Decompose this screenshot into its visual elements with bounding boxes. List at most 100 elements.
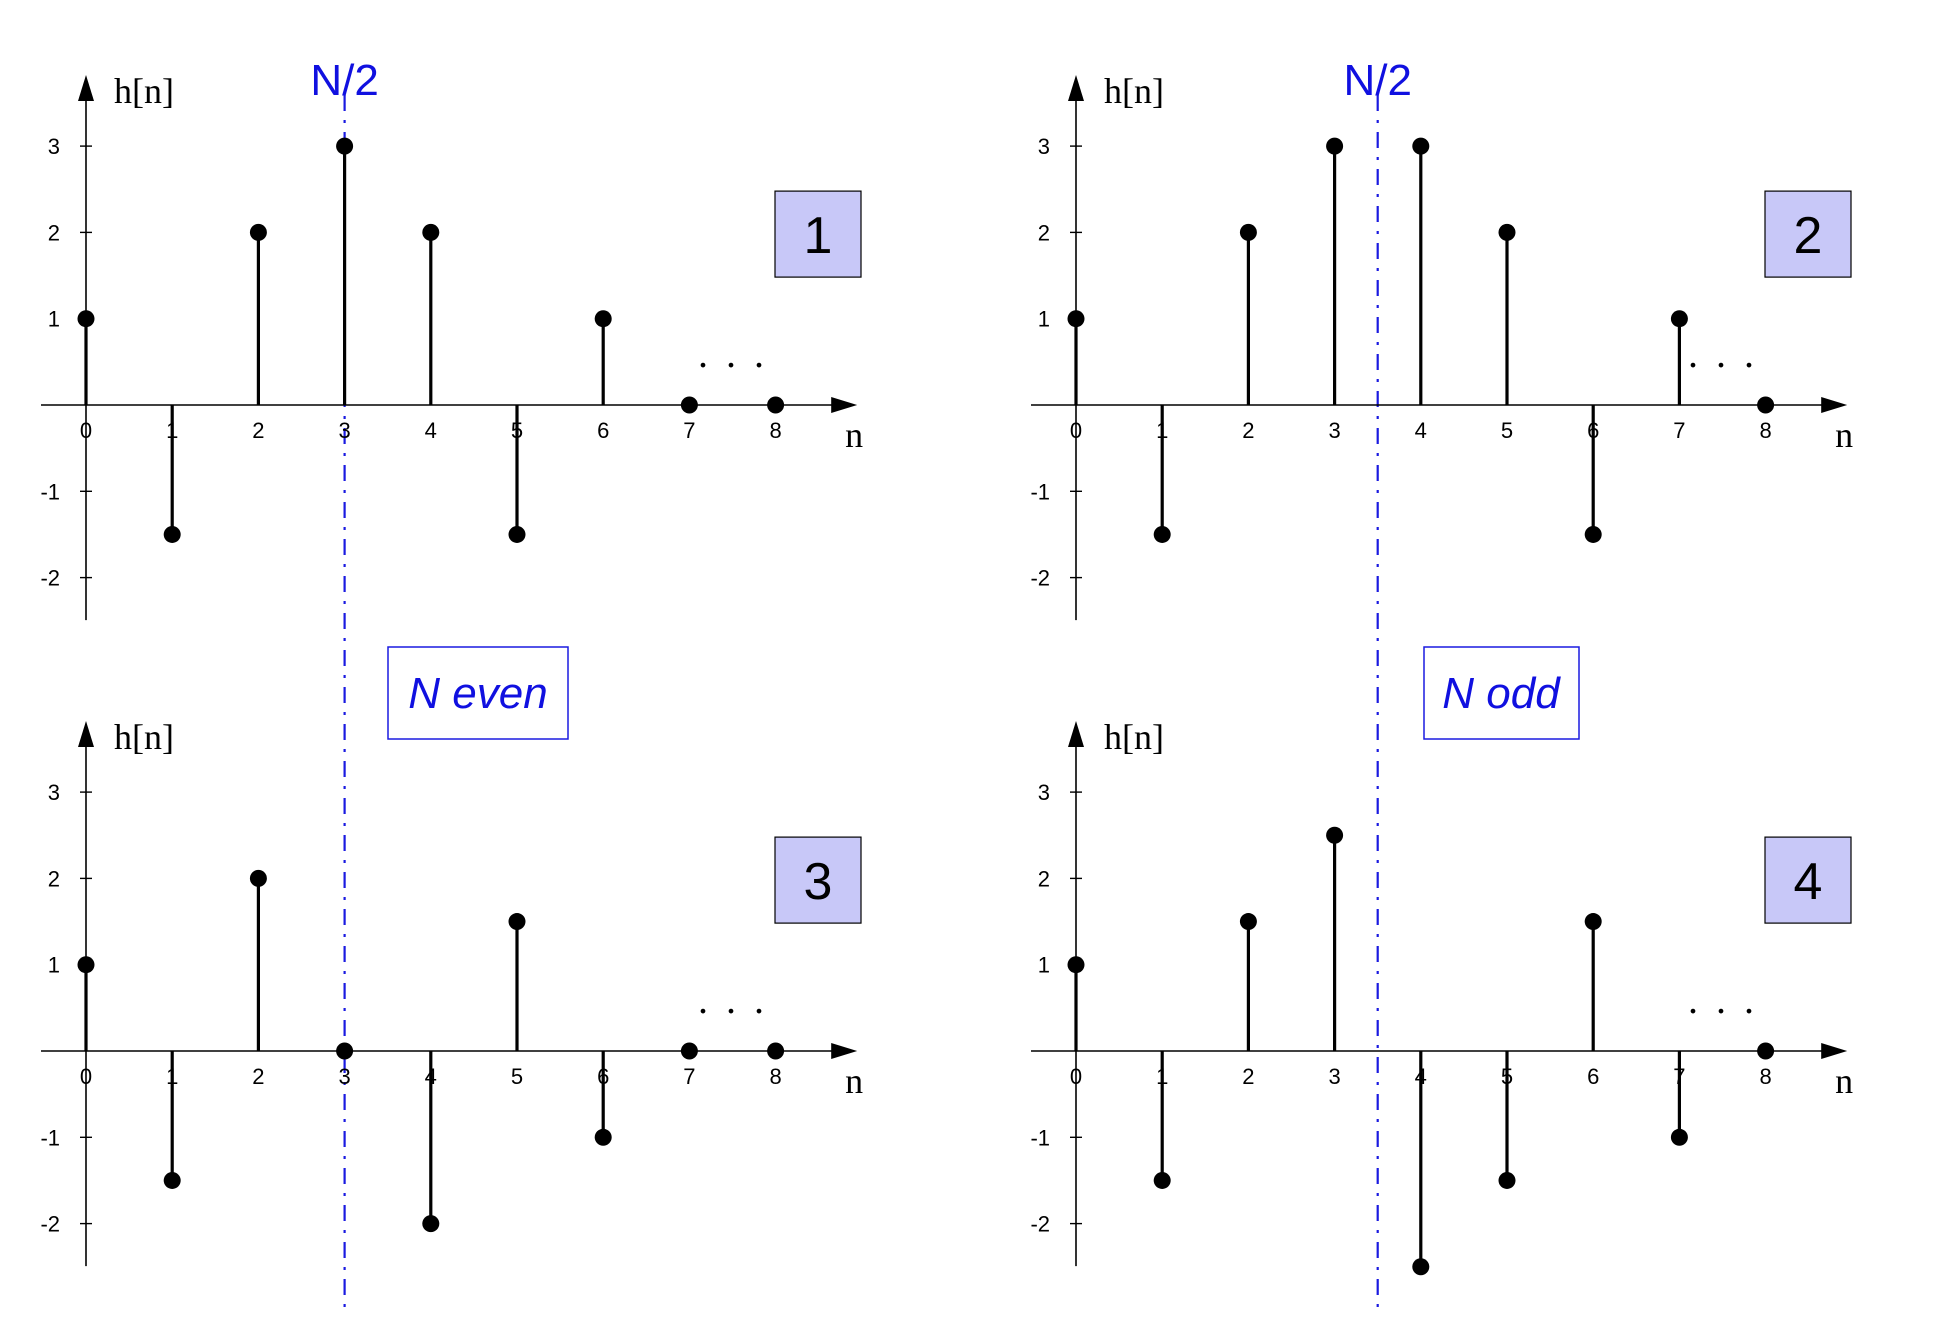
y-tick-label: 2	[1038, 866, 1050, 891]
x-tick-label: 0	[80, 418, 92, 443]
stem-marker	[1584, 525, 1602, 543]
panel-number: 4	[1794, 853, 1823, 911]
stem-marker	[336, 1042, 354, 1060]
x-axis-label: n	[845, 415, 863, 455]
y-tick-label: -1	[1030, 1125, 1050, 1150]
stem-marker	[508, 913, 526, 931]
y-axis-label: h[n]	[114, 71, 174, 111]
x-tick-label: 7	[1673, 418, 1685, 443]
y-tick-label: -2	[1030, 1212, 1050, 1237]
x-axis-label: n	[845, 1061, 863, 1101]
n-half-marker-label: N/2	[1343, 56, 1411, 105]
x-tick-label: 3	[1328, 1064, 1340, 1089]
x-tick-label: 3	[1328, 418, 1340, 443]
stem-marker	[594, 310, 612, 328]
x-tick-label: 3	[338, 1064, 350, 1089]
stem-marker	[422, 1215, 440, 1233]
x-axis-label: n	[1835, 1061, 1853, 1101]
continuation-dots: . . .	[1688, 977, 1758, 1022]
x-axis-arrow	[831, 397, 858, 413]
case-label-odd: N odd	[1423, 646, 1580, 740]
stem-marker	[1757, 396, 1775, 414]
y-tick-label: 3	[48, 134, 60, 159]
y-tick-label: 3	[48, 780, 60, 805]
stem-marker	[767, 396, 785, 414]
x-tick-label: 0	[1070, 1064, 1082, 1089]
panel-number: 2	[1794, 207, 1823, 265]
stem-marker	[508, 525, 526, 543]
case-label-even-text: N even	[408, 669, 547, 718]
stem-marker	[1153, 525, 1171, 543]
x-tick-label: 2	[252, 1064, 264, 1089]
stem-marker	[1326, 826, 1344, 844]
y-tick-label: -1	[40, 1125, 60, 1150]
stem-marker	[1670, 1128, 1688, 1146]
y-axis-arrow	[78, 74, 94, 101]
x-tick-label: 0	[1070, 418, 1082, 443]
panel-number: 3	[804, 853, 833, 911]
stem-marker	[680, 1042, 698, 1060]
stem-marker	[1584, 913, 1602, 931]
stem-marker	[1412, 1258, 1430, 1276]
stem-marker	[1498, 223, 1516, 241]
x-tick-label: 8	[769, 1064, 781, 1089]
y-axis-label: h[n]	[1104, 717, 1164, 757]
stem-marker	[1757, 1042, 1775, 1060]
y-tick-label: 1	[1038, 307, 1050, 332]
x-tick-label: 3	[338, 418, 350, 443]
stem-marker	[1412, 137, 1430, 155]
stem-marker	[163, 1171, 181, 1189]
stem-marker	[336, 137, 354, 155]
x-tick-label: 6	[1587, 1064, 1599, 1089]
y-tick-label: 1	[48, 307, 60, 332]
y-axis-arrow	[1068, 74, 1084, 101]
stem-marker	[1067, 310, 1085, 328]
stem-marker	[422, 223, 440, 241]
y-tick-label: -2	[40, 1212, 60, 1237]
y-tick-label: 2	[48, 866, 60, 891]
stem-marker	[594, 1128, 612, 1146]
y-tick-label: 2	[1038, 220, 1050, 245]
stem-marker	[767, 1042, 785, 1060]
y-tick-label: -1	[1030, 479, 1050, 504]
panel-number-box	[774, 836, 862, 924]
y-tick-label: 3	[1038, 780, 1050, 805]
stem-marker	[77, 956, 95, 974]
x-tick-label: 5	[1501, 418, 1513, 443]
case-label-even: N even	[387, 646, 569, 740]
y-axis-label: h[n]	[114, 717, 174, 757]
panel-number-box	[774, 190, 862, 278]
y-tick-label: 1	[1038, 953, 1050, 978]
x-tick-label: 2	[1242, 1064, 1254, 1089]
x-tick-label: 7	[683, 1064, 695, 1089]
y-tick-label: -2	[40, 566, 60, 591]
stem-marker	[1067, 956, 1085, 974]
y-tick-label: 1	[48, 953, 60, 978]
x-axis-label: n	[1835, 415, 1853, 455]
stem-marker	[163, 525, 181, 543]
x-tick-label: 0	[80, 1064, 92, 1089]
x-tick-label: 7	[683, 418, 695, 443]
x-tick-label: 6	[597, 418, 609, 443]
stem-marker	[1670, 310, 1688, 328]
x-tick-label: 8	[769, 418, 781, 443]
y-tick-label: -2	[1030, 566, 1050, 591]
x-tick-label: 2	[1242, 418, 1254, 443]
x-tick-label: 8	[1759, 1064, 1771, 1089]
stem-marker	[1326, 137, 1344, 155]
continuation-dots: . . .	[1688, 331, 1758, 376]
x-axis-arrow	[1821, 1043, 1848, 1059]
y-tick-label: 3	[1038, 134, 1050, 159]
panel-number-box	[1764, 836, 1852, 924]
stem-marker	[1153, 1171, 1171, 1189]
panels-group: h[n] n 3 2 1 -1 -2 0 1 2 3 4 5 6 7 8 . . . 1 N/2 h[n] n 3 2 1 -1…	[40, 56, 1853, 1310]
x-axis-arrow	[831, 1043, 858, 1059]
panel-number-box	[1764, 190, 1852, 278]
stem-marker	[249, 869, 267, 887]
n-half-marker-label: N/2	[310, 56, 378, 105]
stem-marker	[680, 396, 698, 414]
